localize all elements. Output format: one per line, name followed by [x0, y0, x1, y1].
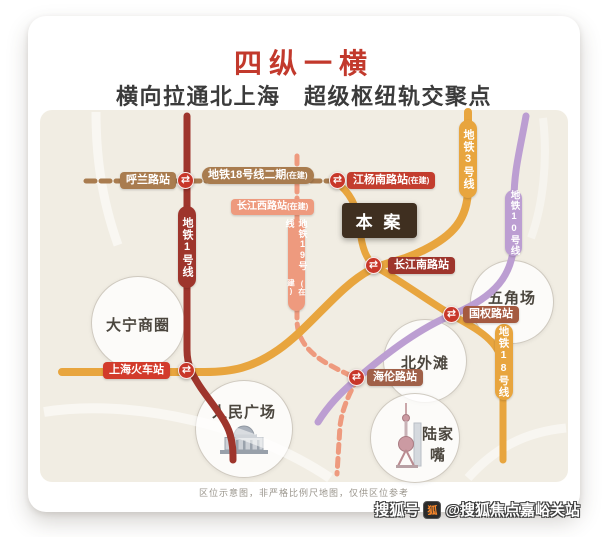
project-marker: 本 案: [342, 203, 417, 238]
station-name: 上海火车站: [109, 364, 164, 376]
map-disclaimer: 区位示意图，非严格比例尺地图，仅供区位参考: [198, 488, 409, 498]
sohu-logo-icon: 狐: [423, 500, 442, 519]
line-name: 地铁18号线二期: [208, 169, 287, 181]
line-name: 地铁10号线: [508, 190, 520, 256]
line-name: 地铁18号线: [497, 326, 510, 398]
station-changjiang-west-road: 长江西路站(在建): [231, 199, 315, 215]
transfer-glyph: ⇄: [368, 259, 379, 271]
station-status: (在建): [287, 202, 309, 211]
transfer-glyph: ⇄: [332, 174, 343, 186]
station-hailun-road: 海伦路站: [367, 369, 423, 386]
sohu-logo-glyph: 狐: [427, 506, 438, 517]
line-label-metro-18: 地铁18号线: [495, 324, 513, 400]
station-name: 长江南路站: [394, 259, 449, 271]
station-name: 呼兰路站: [126, 174, 170, 186]
area-peoples-square: 人民广场: [195, 380, 293, 478]
station-changjiang-south-road: 长江南路站: [388, 257, 455, 274]
page-subtitle: 横向拉通北上海 超级枢纽轨交聚点: [115, 84, 492, 109]
station-hulan-road: 呼兰路站: [120, 172, 176, 189]
station-status: (在建): [408, 176, 430, 185]
watermark: 搜狐号 狐 @搜狐焦点嘉峪关站: [374, 499, 580, 520]
station-name: 海伦路站: [373, 371, 417, 383]
station-name: 国权路站: [469, 308, 513, 320]
transfer-glyph: ⇄: [181, 364, 192, 376]
transfer-icon-railway: ⇄: [178, 362, 195, 379]
area-north-bund: 北外滩: [383, 319, 467, 403]
line-status: (在建): [286, 171, 308, 180]
peoples-square-building-icon: [220, 425, 268, 454]
line-label-metro-18-phase2: 地铁18号线二期(在建): [202, 167, 314, 184]
transfer-icon-hailun: ⇄: [348, 369, 365, 386]
area-label: 陆家嘴: [421, 426, 454, 464]
line-name: 地铁3号线: [462, 128, 474, 190]
line-status: (在建): [286, 279, 307, 296]
project-label: 本 案: [355, 213, 404, 232]
watermark-prefix: 搜狐号: [374, 502, 420, 519]
line-label-metro-3: 地铁3号线: [459, 120, 477, 198]
station-name: 长江西路站: [237, 201, 287, 212]
transfer-glyph: ⇄: [351, 371, 362, 383]
transfer-icon-hulan: ⇄: [177, 172, 194, 189]
page-title: 四纵一横: [233, 48, 374, 79]
transfer-glyph: ⇄: [180, 174, 191, 186]
transfer-glyph: ⇄: [446, 308, 457, 320]
oriental-pearl-tower-icon: [396, 403, 422, 468]
station-shanghai-railway: 上海火车站: [103, 362, 170, 379]
line-label-metro-19: 地铁19号线 (在建): [285, 219, 308, 311]
area-lujiazui: 陆家嘴: [370, 393, 460, 483]
station-jiangyang-south-road: 江杨南路站(在建): [347, 172, 436, 189]
area-daning: 大宁商圈: [91, 276, 185, 370]
line-name: 地铁1号线: [181, 216, 193, 278]
transfer-icon-changjiang-south: ⇄: [365, 257, 382, 274]
area-label: 大宁商圈: [105, 317, 170, 334]
transfer-icon-jiangyang: ⇄: [329, 172, 346, 189]
line-name: 地铁19号线: [284, 219, 308, 271]
area-label: 五角场: [487, 290, 536, 307]
line-label-metro-10: 地铁10号线: [505, 190, 522, 256]
station-guoquan-road: 国权路站: [463, 306, 519, 323]
line-label-metro-1: 地铁1号线: [178, 206, 196, 288]
station-name: 江杨南路站: [353, 174, 408, 186]
transfer-icon-guoquan: ⇄: [443, 306, 460, 323]
watermark-account: @搜狐焦点嘉峪关站: [445, 502, 580, 519]
